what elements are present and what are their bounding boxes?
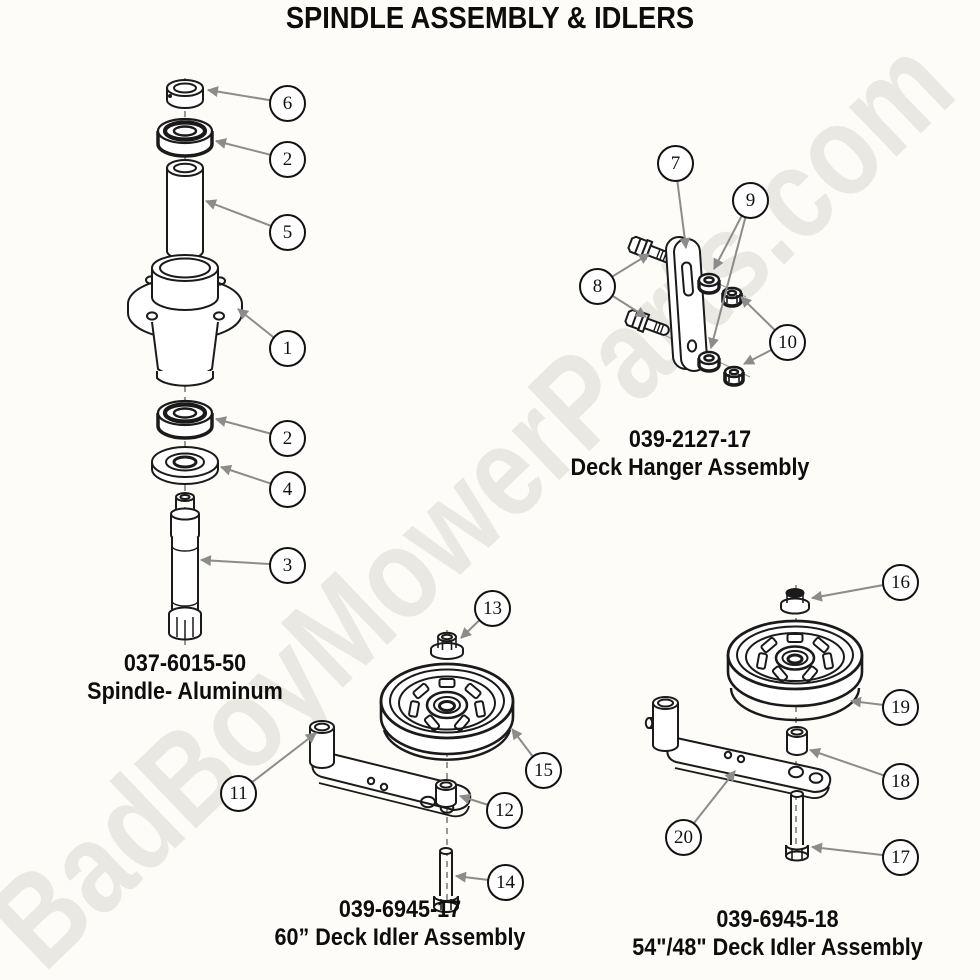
idler-60-label: 039-6945-17 60” Deck Idler Assembly — [255, 896, 545, 953]
callout-2b: 2 — [269, 420, 306, 457]
watermark-text: BadBoyMowerParts.com — [0, 10, 980, 980]
idler60-spacer-part — [435, 779, 457, 808]
callout-5: 5 — [269, 214, 306, 251]
callout-6: 6 — [269, 85, 306, 122]
spindle-label: 037-6015-50 Spindle- Aluminum — [44, 650, 326, 707]
idler-5448-drawing — [644, 585, 864, 862]
idler5448-bushing-part — [644, 696, 679, 752]
hanger-strap-part — [665, 236, 708, 372]
callout-18: 18 — [882, 763, 919, 800]
callout-11: 11 — [220, 775, 257, 812]
callout-3: 3 — [269, 547, 306, 584]
callout-14: 14 — [487, 864, 524, 901]
idler5448-spacer-part — [786, 726, 808, 756]
callout-19: 19 — [882, 689, 919, 726]
idler-54-48-name: 54"/48" Deck Idler Assembly — [632, 934, 923, 962]
callout-2a: 2 — [269, 141, 306, 178]
callout-9: 9 — [732, 182, 769, 219]
hanger-nut-2 — [723, 365, 745, 387]
idler-60-part-number: 039-6945-17 — [338, 896, 462, 923]
bearing-lower-part — [156, 399, 214, 440]
idler-54-48-label: 039-6945-18 54"/48" Deck Idler Assembly — [621, 906, 933, 963]
spindle-part-number: 037-6015-50 — [123, 650, 247, 677]
spindle-shaft-part — [168, 492, 202, 641]
hanger-bolt-2 — [624, 308, 670, 336]
spindle-name: Spindle- Aluminum — [87, 678, 283, 706]
deck-hanger-name: Deck Hanger Assembly — [570, 454, 810, 482]
idler60-bushing-part — [309, 720, 335, 769]
hanger-washer-2 — [697, 350, 721, 373]
idler60-pulley-part — [379, 662, 515, 761]
lock-collar-part — [166, 79, 204, 109]
callout-1: 1 — [269, 330, 306, 367]
callout-10: 10 — [769, 324, 806, 361]
callout-17: 17 — [882, 839, 919, 876]
deck-hanger-part-number: 039-2127-17 — [628, 426, 752, 453]
idler5448-pulley-part — [726, 619, 864, 722]
idler5448-nut-part — [780, 588, 810, 615]
callout-16: 16 — [882, 564, 919, 601]
idler60-bolt-part — [433, 847, 459, 913]
callout-4: 4 — [269, 471, 306, 508]
callout-20: 20 — [665, 819, 702, 856]
dust-shield-part — [151, 446, 219, 485]
hanger-washer-1 — [697, 272, 721, 295]
idler5448-bolt-part — [785, 790, 809, 862]
callout-13: 13 — [474, 590, 511, 627]
callout-7: 7 — [657, 145, 694, 182]
callout-15: 15 — [525, 752, 562, 789]
bearing-upper-part — [156, 117, 214, 158]
deck-hanger-label: 039-2127-17 Deck Hanger Assembly — [554, 426, 827, 483]
deck-hanger-drawing — [624, 235, 751, 387]
idler60-nut-part — [430, 631, 464, 660]
callout-12: 12 — [486, 792, 523, 829]
spindle-assembly-drawing — [127, 78, 243, 645]
callout-8: 8 — [579, 268, 616, 305]
spindle-housing-part — [127, 254, 243, 387]
spacer-tube-part — [166, 159, 204, 260]
idler-54-48-part-number: 039-6945-18 — [716, 906, 839, 933]
idler-60-name: 60” Deck Idler Assembly — [274, 924, 526, 952]
page-title: SPINDLE ASSEMBLY & IDLERS — [285, 0, 695, 35]
